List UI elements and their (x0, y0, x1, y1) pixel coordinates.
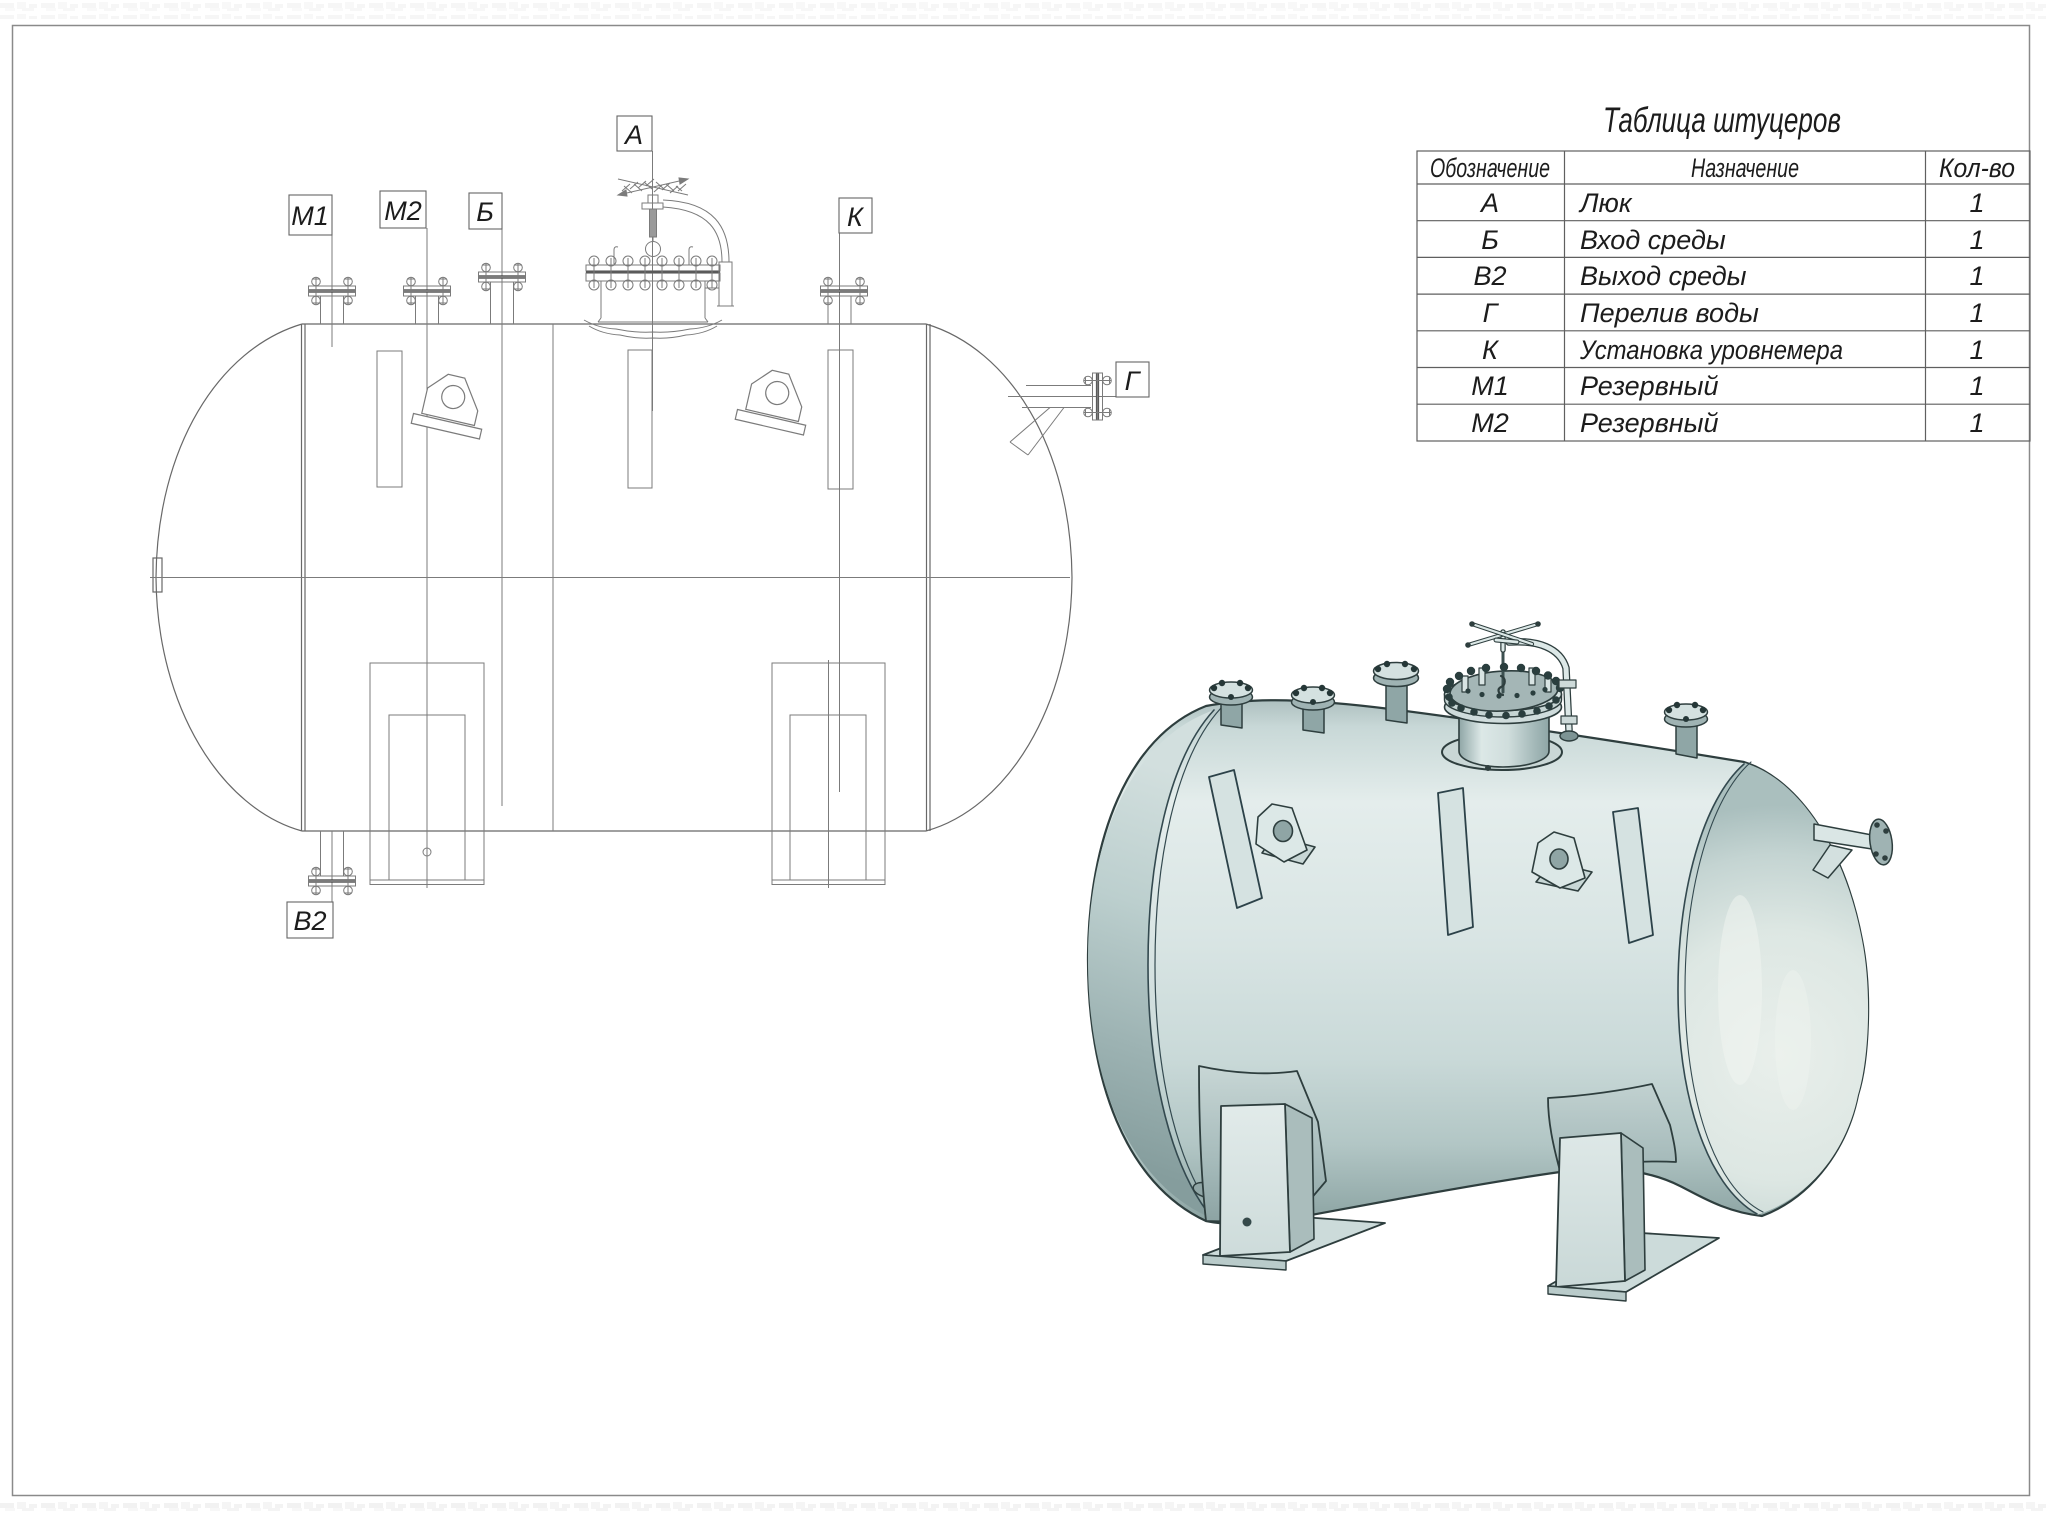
svg-text:А: А (1479, 188, 1499, 218)
svg-text:1: 1 (1969, 261, 1984, 291)
svg-text:1: 1 (1969, 335, 1984, 365)
svg-text:Б: Б (476, 197, 494, 227)
svg-text:К: К (847, 202, 865, 232)
svg-text:М2: М2 (1471, 408, 1509, 438)
svg-text:К: К (1482, 335, 1500, 365)
svg-text:В2: В2 (1473, 261, 1506, 291)
svg-text:Люк: Люк (1578, 188, 1633, 218)
svg-text:Г: Г (1125, 366, 1142, 396)
svg-text:Резервный: Резервный (1580, 371, 1719, 401)
svg-text:1: 1 (1969, 371, 1984, 401)
svg-text:М1: М1 (291, 201, 329, 231)
svg-text:М2: М2 (384, 196, 422, 226)
svg-text:1: 1 (1969, 298, 1984, 328)
svg-text:Вход среды: Вход среды (1580, 225, 1726, 255)
svg-text:Перелив воды: Перелив воды (1580, 298, 1759, 328)
svg-text:Назначение: Назначение (1691, 153, 1799, 183)
svg-text:Кол-во: Кол-во (1939, 153, 2015, 183)
svg-text:Таблица штуцеров: Таблица штуцеров (1603, 101, 1841, 140)
svg-text:Установка уровнемера: Установка уровнемера (1579, 335, 1843, 365)
svg-text:Обозначение: Обозначение (1430, 153, 1550, 183)
svg-text:А: А (623, 120, 643, 150)
svg-text:Выход среды: Выход среды (1580, 261, 1747, 291)
svg-text:1: 1 (1969, 408, 1984, 438)
svg-text:1: 1 (1969, 188, 1984, 218)
svg-text:1: 1 (1969, 225, 1984, 255)
svg-text:Резервный: Резервный (1580, 408, 1719, 438)
svg-text:М1: М1 (1471, 371, 1509, 401)
svg-text:Г: Г (1483, 298, 1500, 328)
svg-text:В2: В2 (293, 906, 326, 936)
svg-text:Б: Б (1481, 225, 1499, 255)
